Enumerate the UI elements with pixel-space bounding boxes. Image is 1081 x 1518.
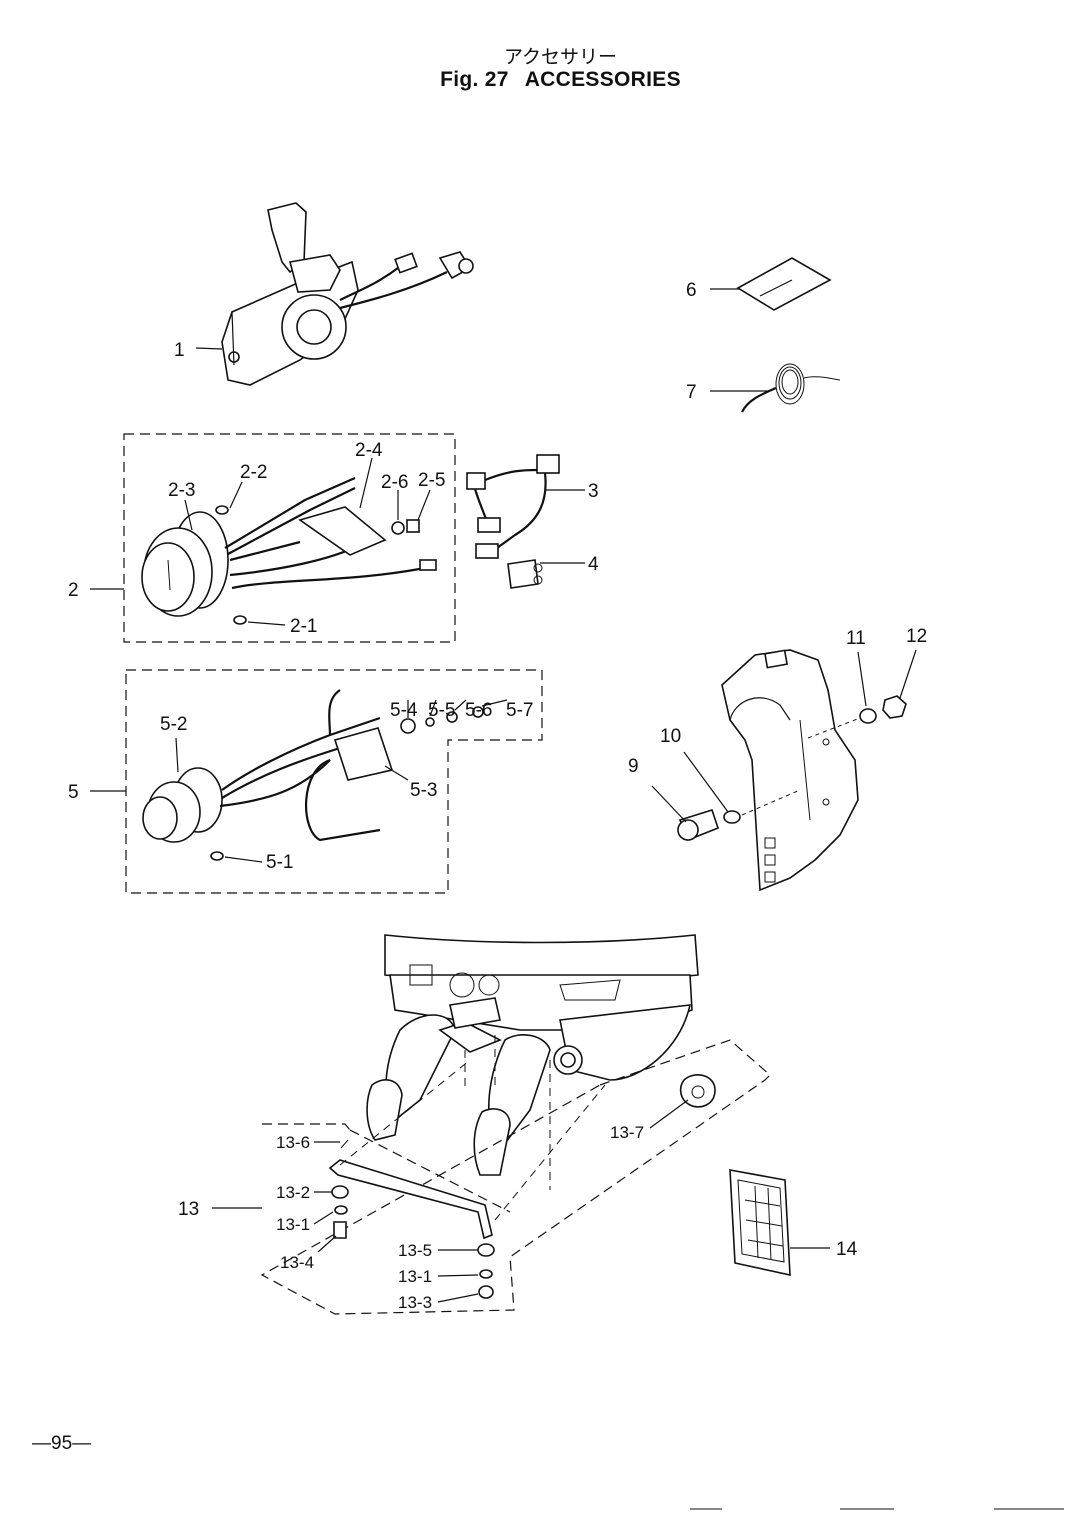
figure-name: ACCESSORIES [524,68,681,91]
leader-12 [899,649,917,699]
figure-title: Fig. 27 ACCESSORIES [0,68,1081,92]
callout-2: 2 [68,580,79,601]
callout-10: 10 [660,726,681,747]
coiled-wire-drawing [741,363,841,413]
callout-2-5: 2-5 [418,470,445,491]
callout-13-1-lower: 13-1 [398,1267,432,1286]
callout-2-2: 2-2 [240,462,267,483]
leader-5-6 [454,699,467,711]
leader-2-4 [359,457,373,509]
callout-3: 3 [588,481,599,502]
callout-5-2: 5-2 [160,714,187,735]
leader-13-7 [649,1099,689,1129]
callout-6: 6 [686,280,697,301]
trim-meter-drawing [142,689,484,861]
wire-harness-drawing [466,454,560,589]
callout-2-6: 2-6 [381,472,408,493]
leader-10 [683,751,729,813]
callout-13-2: 13-2 [276,1183,310,1202]
callout-5-1: 5-1 [266,852,293,873]
callout-2-1: 2-1 [290,616,317,637]
leader-13-4 [317,1235,337,1253]
leader-1 [195,347,223,350]
callout-13-5: 13-5 [398,1241,432,1260]
callout-13: 13 [178,1199,199,1220]
callout-13-7: 13-7 [610,1123,644,1142]
callout-5-5: 5-5 [428,700,455,721]
decal-plate-drawing [729,1169,791,1277]
title-japanese: アクセサリー [503,46,618,68]
callout-13-3: 13-3 [398,1293,432,1312]
leader-5-5 [429,699,437,717]
callout-14: 14 [836,1239,858,1260]
leader-13-3 [437,1293,479,1303]
leader-2-5 [417,489,431,521]
page-number: —95— [32,1433,92,1454]
figure-number: Fig. 27 [440,68,509,91]
bracket-drawing [677,649,907,892]
callout-5-4: 5-4 [390,700,418,721]
linkage-rod-drawing [328,1035,606,1299]
leader-2-1 [247,621,286,626]
callout-13-6: 13-6 [276,1133,310,1152]
callout-13-4: 13-4 [280,1253,314,1272]
leader-5-2 [175,737,179,773]
callout-5-6: 5-6 [465,700,492,721]
leader-5-3 [384,765,409,781]
callout-11: 11 [846,628,866,649]
callout-5: 5 [68,782,79,803]
leader-13-1b [437,1274,479,1277]
leader-2-3 [184,499,193,531]
group-13-box [260,1039,771,1315]
callout-5-7: 5-7 [506,700,533,721]
leader-2-2 [229,481,243,509]
leader-5-7 [481,699,508,707]
callout-4: 4 [588,554,599,575]
leader-13-1a [313,1211,334,1225]
leader-5-1 [224,856,263,863]
leader-9 [651,785,687,823]
callout-2-4: 2-4 [355,440,383,461]
callout-5-3: 5-3 [410,780,437,801]
engine-lower-drawing [366,934,716,1176]
callout-12: 12 [906,626,927,647]
callout-7: 7 [686,382,697,403]
leader-11 [857,651,867,707]
callout-9: 9 [628,756,639,777]
callout-1: 1 [174,340,185,361]
callout-13-1-upper: 13-1 [276,1215,310,1234]
callout-2-3: 2-3 [168,480,195,501]
remote-control-box-drawing [221,202,474,386]
tachometer-drawing [141,476,437,625]
pad-drawing [736,257,832,311]
group-5-box [125,669,543,894]
